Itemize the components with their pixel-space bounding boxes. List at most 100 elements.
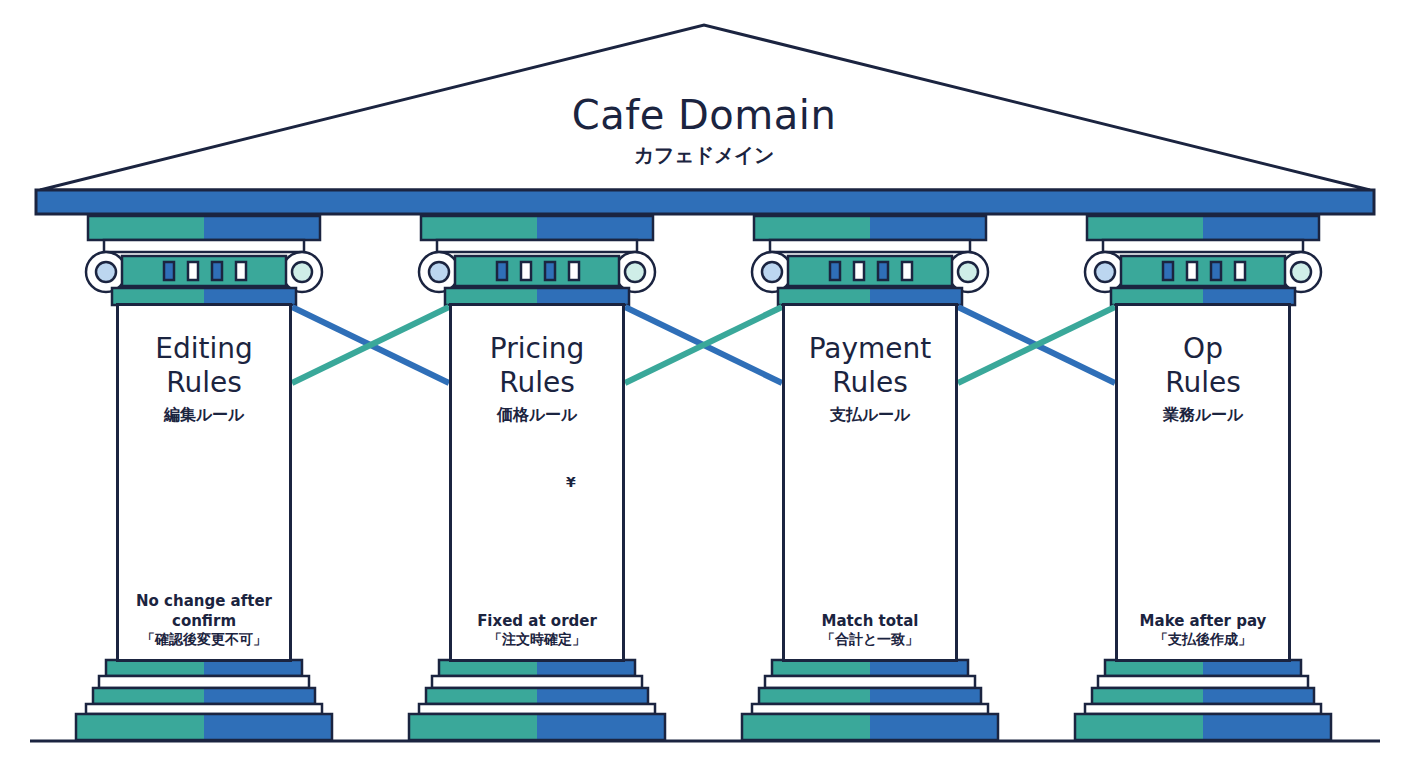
capital-stripe — [854, 262, 864, 280]
rule-caption-jp: 「支払後作成」 — [1123, 631, 1283, 649]
column-band — [421, 216, 653, 240]
capital-stripe — [1187, 262, 1197, 280]
column-band — [439, 660, 635, 676]
capital-stripe — [1163, 262, 1173, 280]
column-band — [86, 704, 322, 714]
rule-pillar: Pricing Rules 価格ルール Fixed at order「注文時確定」 — [449, 303, 625, 662]
column-band — [754, 216, 986, 240]
capital-band — [122, 256, 286, 286]
capital-stripe — [1235, 262, 1245, 280]
pillar-caption-group: Make after pay「支払後作成」 — [1123, 611, 1283, 649]
rule-caption: Fixed at order — [457, 611, 617, 631]
volute — [1291, 262, 1311, 282]
cross-brace — [958, 307, 1115, 383]
cross-brace — [292, 307, 449, 383]
volute — [615, 252, 655, 292]
column-ornament — [742, 216, 998, 740]
column-band — [1075, 714, 1331, 740]
column-band — [104, 240, 304, 252]
pillar-heading-jp: 価格ルール — [490, 405, 584, 426]
column-band — [76, 714, 332, 740]
rule-caption: Make after pay — [1123, 611, 1283, 631]
column-band — [1103, 240, 1303, 252]
column-band — [426, 688, 648, 704]
volute — [958, 262, 978, 282]
domain-title: Cafe Domain — [572, 92, 837, 138]
column-band — [1105, 660, 1301, 676]
pillar-heading-jp: 業務ルール — [1163, 405, 1243, 426]
pillar-caption-group: Fixed at order「注文時確定」 — [457, 611, 617, 649]
capital-band — [455, 256, 619, 286]
volute — [762, 262, 782, 282]
rule-caption: Match total — [790, 611, 950, 631]
capital-stripe — [569, 262, 579, 280]
cross-brace — [625, 307, 782, 383]
capital-stripe — [545, 262, 555, 280]
capital-stripe — [902, 262, 912, 280]
pillar-heading-group: Pricing Rules 価格ルール — [490, 332, 584, 426]
pillar-heading: Pricing Rules — [490, 332, 584, 399]
capital-stripe — [497, 262, 507, 280]
capital-stripe — [164, 262, 174, 280]
rule-caption-jp: 「確認後変更不可」 — [124, 631, 284, 649]
column-ornament — [76, 216, 332, 740]
pillar-heading: Editing Rules — [155, 332, 253, 399]
column-band — [770, 240, 970, 252]
volute — [625, 262, 645, 282]
volute — [1085, 252, 1125, 292]
column-band — [99, 676, 309, 688]
column-band — [752, 704, 988, 714]
rule-pillar: Payment Rules 支払ルール Match total「合計と一致」 — [782, 303, 958, 662]
pillar-heading-jp: 支払ルール — [809, 405, 932, 426]
pillar-heading: Op Rules — [1165, 332, 1241, 399]
pillar-caption-group: No change after confirm「確認後変更不可」 — [124, 591, 284, 650]
capital-stripe — [878, 262, 888, 280]
cross-brace — [958, 307, 1115, 383]
volute — [948, 252, 988, 292]
column-ornament — [409, 216, 665, 740]
rule-caption-jp: 「合計と一致」 — [790, 631, 950, 649]
volute — [419, 252, 459, 292]
volute — [1281, 252, 1321, 292]
volute — [282, 252, 322, 292]
pillar-heading-group: Editing Rules 編集ルール — [155, 332, 253, 426]
capital-stripe — [1211, 262, 1221, 280]
cross-brace — [292, 307, 449, 383]
volute — [292, 262, 312, 282]
capital-band — [788, 256, 952, 286]
capital-stripe — [521, 262, 531, 280]
column-band — [437, 240, 637, 252]
rule-caption-jp: 「注文時確定」 — [457, 631, 617, 649]
volute — [86, 252, 126, 292]
pillar-heading-group: Payment Rules 支払ルール — [809, 332, 932, 426]
capital-band — [1121, 256, 1285, 286]
pillar-caption-group: Match total「合計と一致」 — [790, 611, 950, 649]
domain-title-jp: カフェドメイン — [634, 142, 774, 169]
entablature-beam — [36, 190, 1374, 214]
column-band — [759, 688, 981, 704]
volute — [96, 262, 116, 282]
pediment-shape — [40, 25, 1370, 190]
rule-pillar: Editing Rules 編集ルール No change after confir… — [116, 303, 292, 662]
volute — [752, 252, 792, 292]
column-band — [432, 676, 642, 688]
rule-pillar: Op Rules 業務ルール Make after pay「支払後作成」 — [1115, 303, 1291, 662]
volute — [1095, 262, 1115, 282]
currency-symbol: ¥ — [566, 474, 576, 490]
pillar-heading: Payment Rules — [809, 332, 932, 399]
column-band — [1092, 688, 1314, 704]
column-band — [88, 216, 320, 240]
rule-caption: No change after confirm — [124, 591, 284, 632]
pillar-heading-jp: 編集ルール — [155, 405, 253, 426]
column-band — [1085, 704, 1321, 714]
cross-brace — [625, 307, 782, 383]
volute — [429, 262, 449, 282]
column-band — [106, 660, 302, 676]
column-band — [1098, 676, 1308, 688]
column-band — [1087, 216, 1319, 240]
capital-stripe — [236, 262, 246, 280]
pillar-heading-group: Op Rules 業務ルール — [1163, 332, 1243, 426]
capital-stripe — [830, 262, 840, 280]
column-band — [419, 704, 655, 714]
column-band — [409, 714, 665, 740]
